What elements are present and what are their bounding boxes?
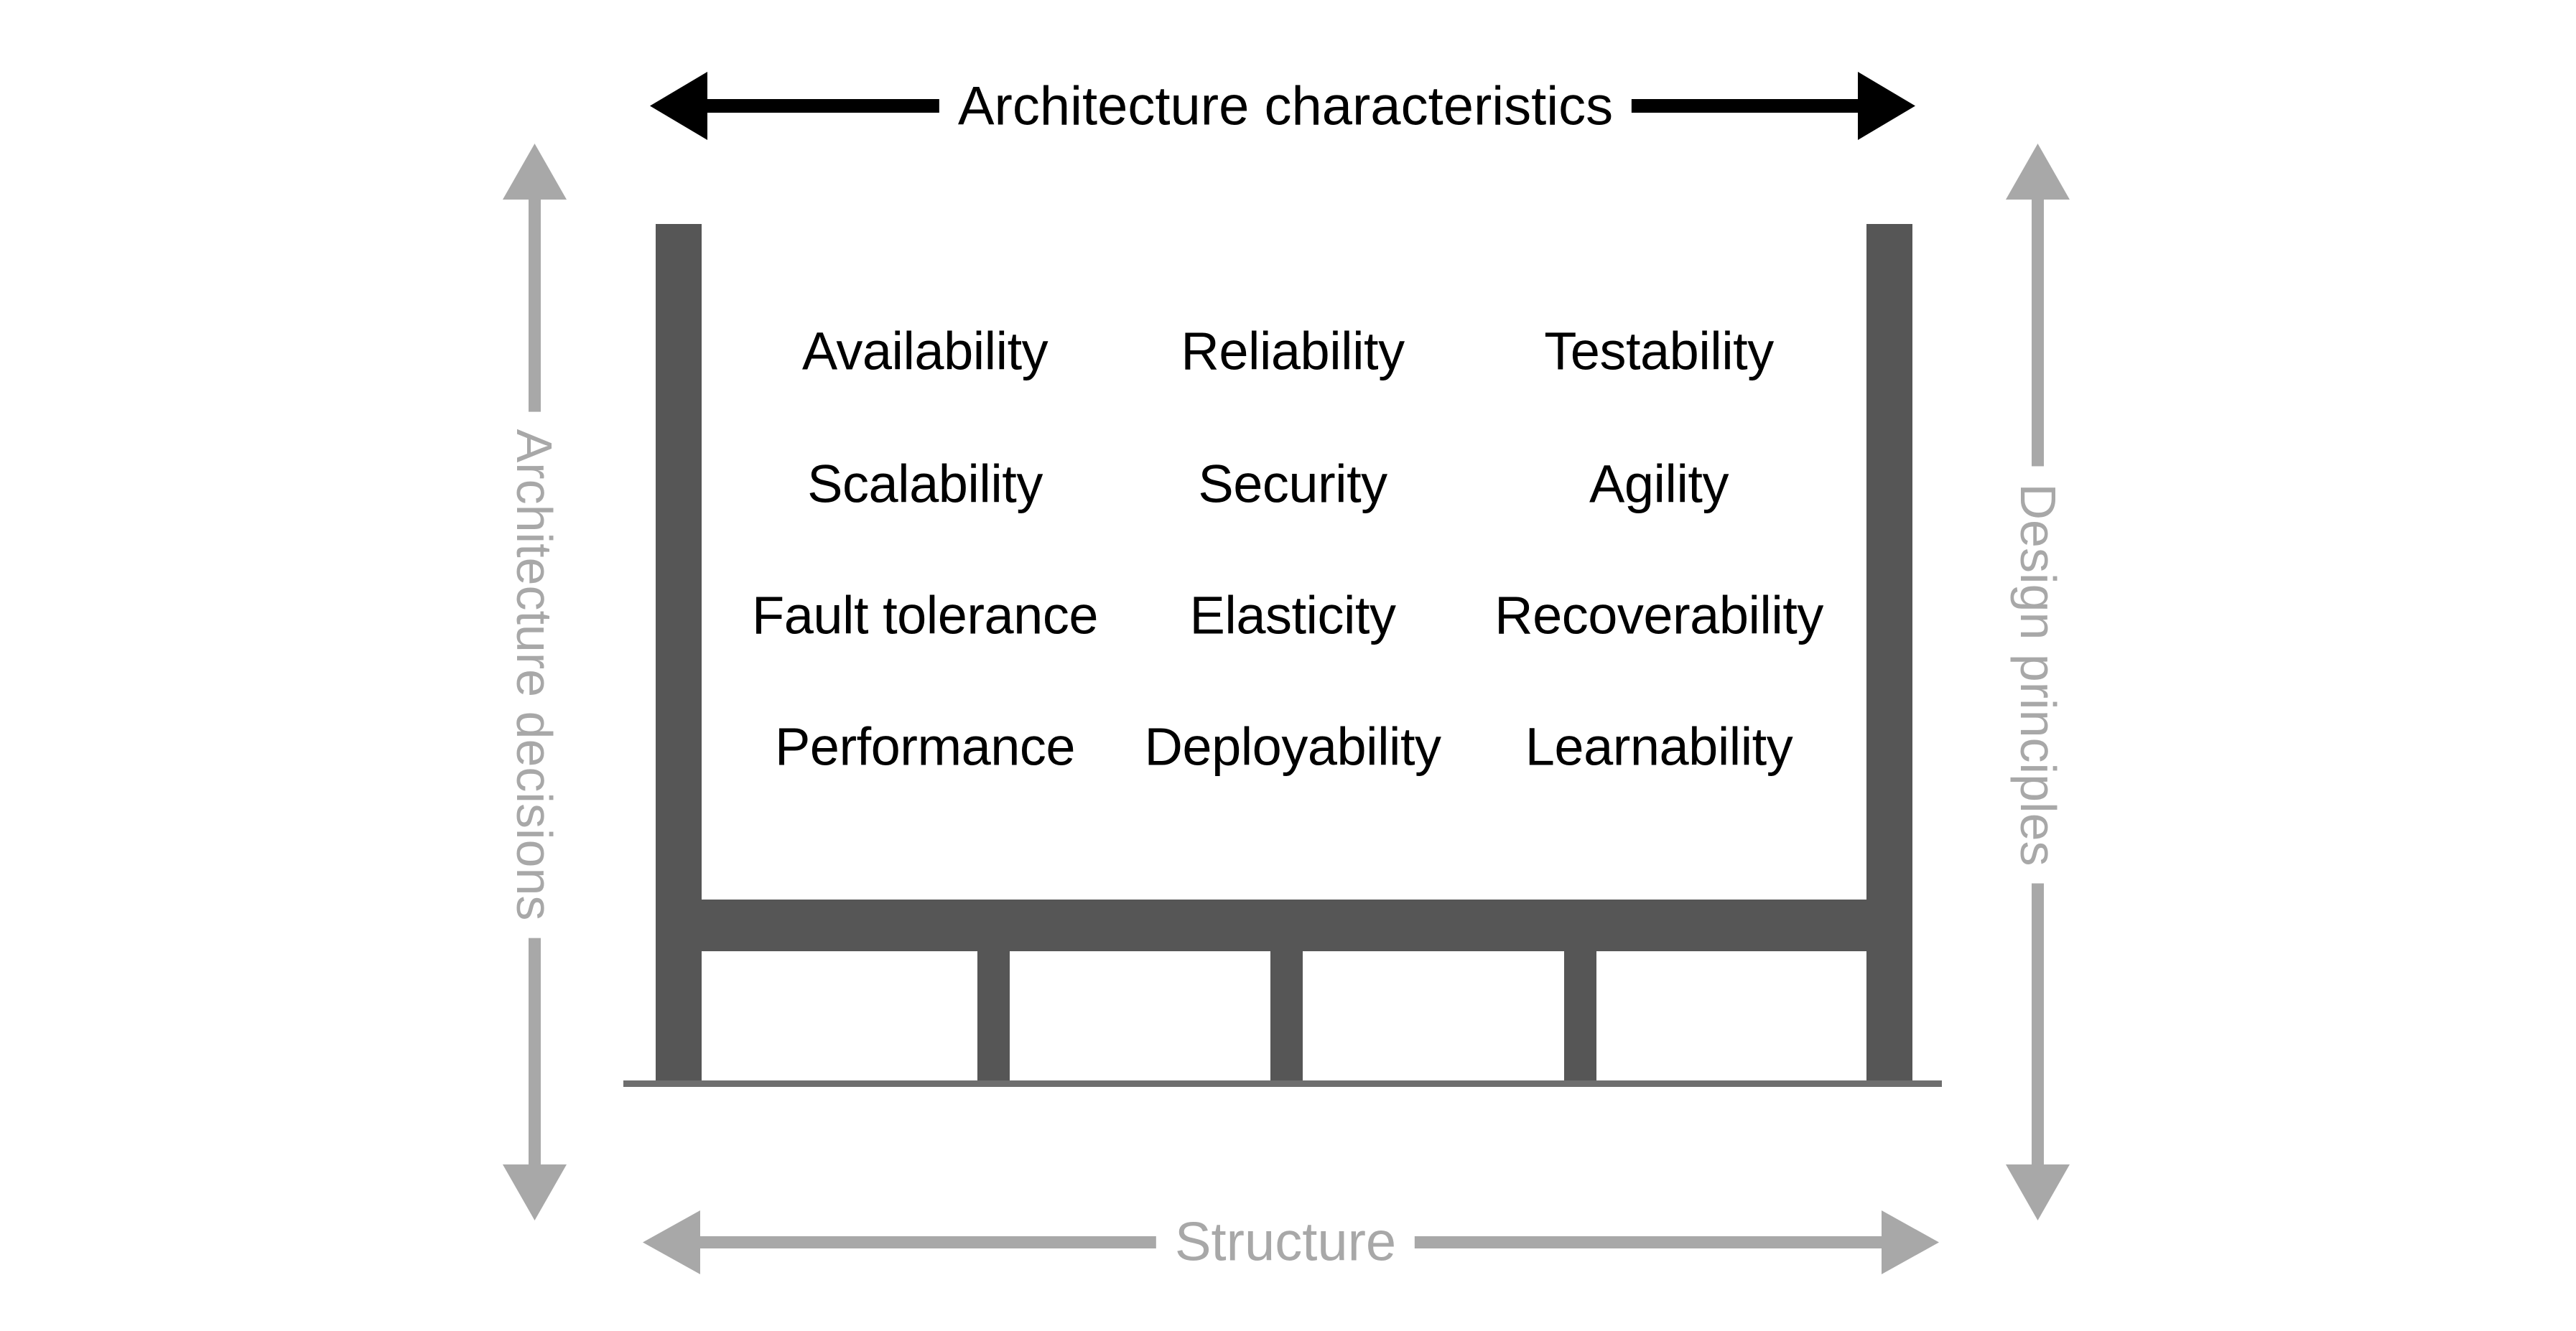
ground-line — [623, 1080, 1942, 1087]
characteristic-agility: Agility — [1589, 454, 1729, 514]
inner-pillar-3 — [1564, 951, 1596, 1080]
characteristic-performance: Performance — [774, 716, 1076, 777]
outer-pillar-right — [1866, 224, 1912, 1080]
inner-pillar-2 — [1270, 951, 1303, 1080]
right-axis-label-wrap: Design principles — [2010, 466, 2066, 884]
characteristic-reliability: Reliability — [1181, 321, 1405, 381]
inner-pillar-1 — [977, 951, 1010, 1080]
characteristic-testability: Testability — [1544, 321, 1774, 381]
top-axis-label: Architecture characteristics — [939, 75, 1632, 138]
left-axis-label: Architecture decisions — [506, 411, 562, 938]
characteristic-fault-tolerance: Fault tolerance — [752, 585, 1099, 645]
characteristic-deployability: Deployability — [1144, 716, 1441, 777]
crossbeam — [656, 900, 1912, 951]
left-axis-label-wrap: Architecture decisions — [506, 411, 562, 938]
bottom-axis-arrow — [643, 1210, 1939, 1274]
structure-group — [623, 224, 1942, 1087]
characteristic-scalability: Scalability — [807, 454, 1043, 514]
outer-pillar-left — [656, 224, 702, 1080]
bottom-axis-label: Structure — [1156, 1210, 1415, 1274]
characteristic-availability: Availability — [801, 321, 1048, 381]
characteristic-security: Security — [1198, 454, 1387, 514]
characteristic-recoverability: Recoverability — [1494, 585, 1823, 645]
characteristic-elasticity: Elasticity — [1189, 585, 1396, 645]
right-axis-label: Design principles — [2010, 466, 2066, 884]
characteristic-learnability: Learnability — [1525, 716, 1793, 777]
